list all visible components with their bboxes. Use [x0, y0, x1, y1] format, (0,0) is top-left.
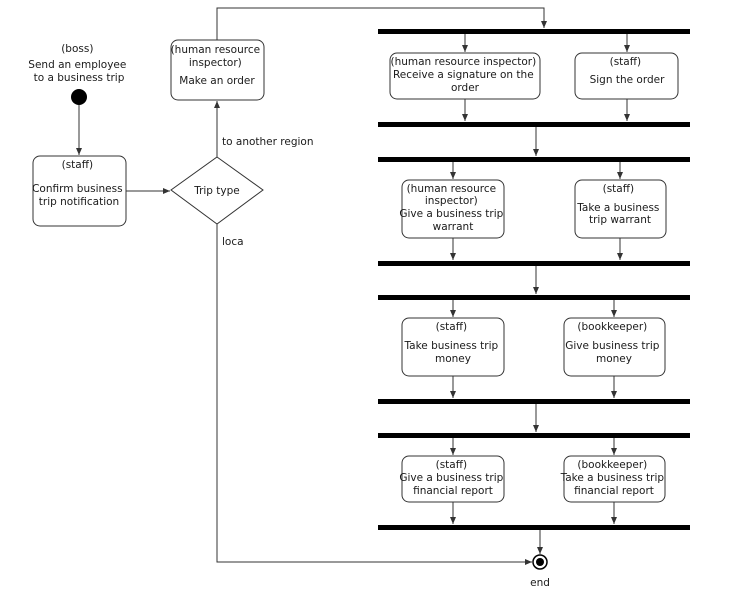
guard-local: loca [222, 236, 244, 248]
give-report-label: (staff) Give a business trip financial r… [399, 459, 506, 497]
edges [76, 7, 630, 565]
trip-type-label: Trip type [193, 185, 240, 197]
initial-node [71, 89, 87, 105]
join-bar-1 [378, 122, 690, 127]
fork-bar-3 [378, 295, 690, 300]
give-warrant-label: (human resource inspector) Give a busine… [399, 183, 506, 233]
join-bar-3 [378, 399, 690, 404]
take-warrant-label: (staff) Take a business trip warrant [576, 183, 663, 226]
give-money-label: (bookkeeper) Give business trip money [565, 321, 663, 365]
guard-another-region: to another region [222, 136, 314, 148]
take-report-label: (bookkeeper) Take a business trip financ… [560, 459, 668, 497]
edge-local-end [216, 224, 532, 565]
take-money-label: (staff) Take business trip money [403, 321, 501, 365]
receive-signature-label: (human resource inspector) Receive a sig… [390, 56, 539, 94]
join-bar-2 [378, 261, 690, 266]
make-order-label: (human resource inspector) Make an order [171, 44, 264, 87]
confirm-notification-label: (staff) Confirm business trip notificati… [32, 159, 126, 208]
end-label: end [530, 577, 550, 589]
fork-bar-4 [378, 433, 690, 438]
start-note: (boss) Send an employee to a business tr… [28, 43, 129, 84]
edge-order-fork1 [216, 7, 547, 40]
join-bar-4 [378, 525, 690, 530]
sign-order-label: (staff) Sign the order [590, 56, 665, 86]
final-node-dot [536, 558, 544, 566]
fork-bar-2 [378, 157, 690, 162]
fork-bar-1 [378, 29, 690, 34]
